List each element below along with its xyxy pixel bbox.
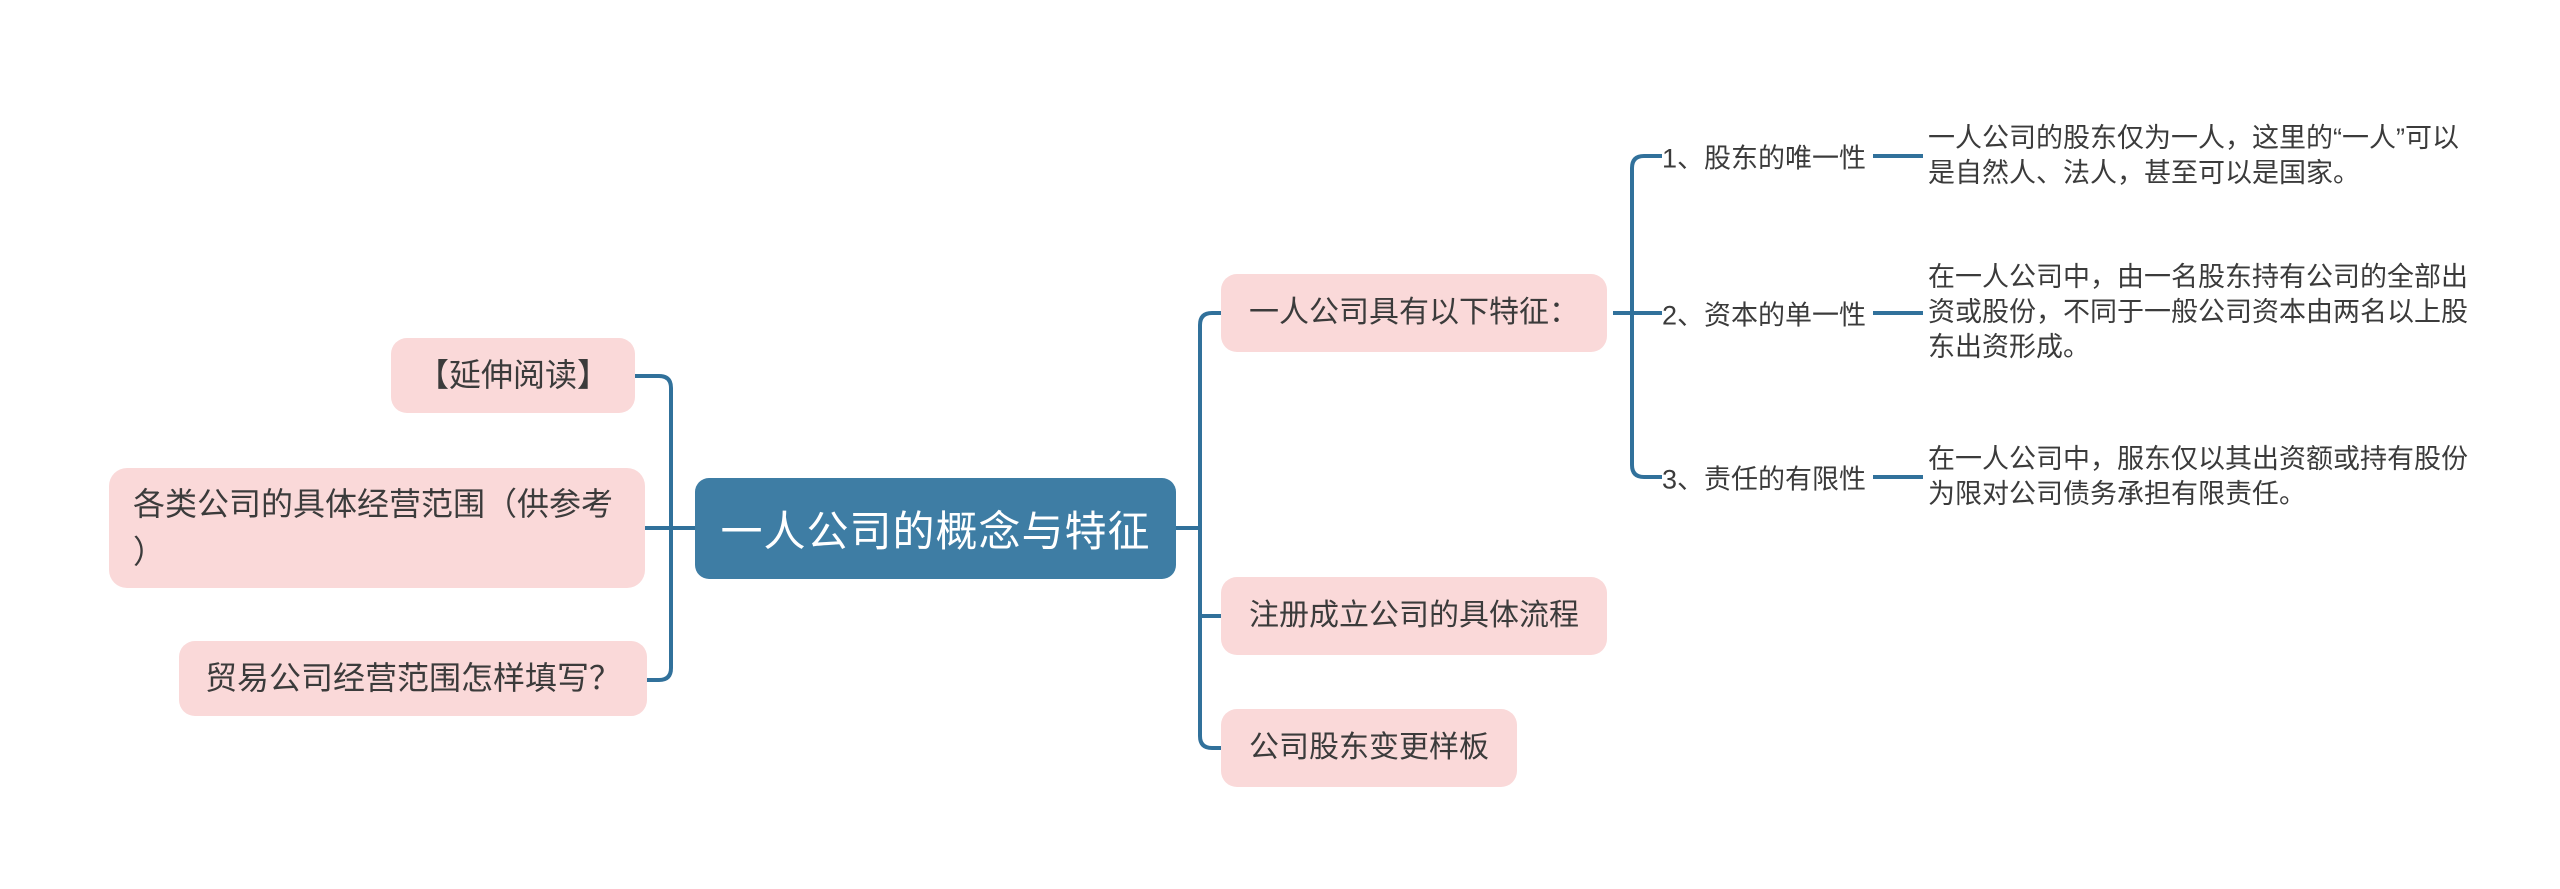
- feature-item-3[interactable]: 3、责任的有限性: [1662, 464, 1867, 495]
- feature-item-1[interactable]: 1、股东的唯一性: [1662, 143, 1867, 174]
- branch-one-person-features[interactable]: 一人公司具有以下特征：: [1221, 274, 1607, 352]
- connector-features-trunk: [1630, 154, 1662, 479]
- branch-extended-reading[interactable]: 【延伸阅读】: [390, 338, 635, 413]
- central-topic[interactable]: 一人公司的概念与特征: [695, 478, 1176, 579]
- feature-note-1: 一人公司的股东仅为一人，这里的“一人”可以是自然人、法人，甚至可以是国家。: [1928, 123, 2459, 188]
- branch-trading-company-scope[interactable]: 贸易公司经营范围怎样填写？: [178, 641, 647, 716]
- connector-right-trunk: [1198, 311, 1221, 750]
- branch-business-scope-reference[interactable]: 各类公司的具体经营范围（供参考）: [109, 468, 645, 588]
- branch-shareholder-change-template[interactable]: 公司股东变更样板: [1221, 709, 1517, 787]
- feature-item-2[interactable]: 2、资本的单一性: [1662, 300, 1867, 331]
- branch-registration-process[interactable]: 注册成立公司的具体流程: [1221, 577, 1607, 655]
- feature-note-2: 在一人公司中，由一名股东持有公司的全部出资或股份，不同于一般公司资本由两名以上股…: [1928, 262, 2468, 362]
- feature-note-3: 在一人公司中，服东仅以其出资额或持有股份为限对公司债务承担有限责任。: [1928, 444, 2468, 509]
